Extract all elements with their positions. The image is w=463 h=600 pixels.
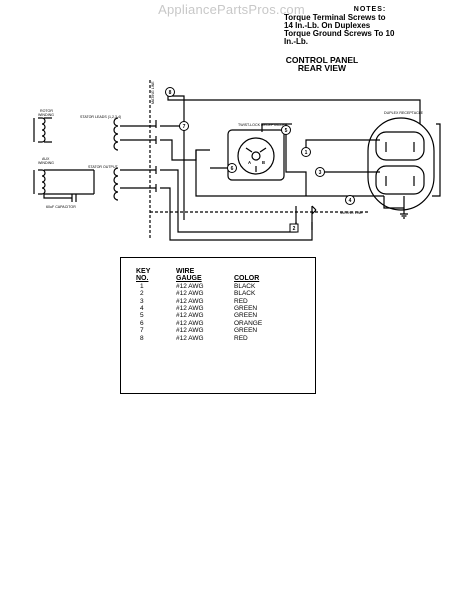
watermark: AppliancePartsPros.com <box>158 2 305 17</box>
diagram-labels: ROTOR WINDING AUX WINDING 60uF CAPACITOR… <box>38 81 424 215</box>
key-table-header-row-1: KEY WIRE <box>136 268 304 275</box>
key-no: 2 <box>140 290 144 298</box>
callout-8-label: 8 <box>169 90 172 96</box>
table-row: 6 #12 AWG ORANGE <box>136 320 304 327</box>
header-key: KEY <box>136 268 151 275</box>
key-color: RED <box>234 297 248 305</box>
notes-header: NOTES: <box>353 6 387 13</box>
key-no: 3 <box>140 297 144 305</box>
table-row: 7 #12 AWG GREEN <box>136 327 304 334</box>
callout-5: 5 <box>281 125 291 135</box>
twist-lock-receptacle <box>227 129 285 181</box>
rotor-winding-coil <box>33 117 52 143</box>
notes-line-2: 14 In.-Lb. On Duplexes <box>284 21 371 30</box>
control-panel-title-line-2: REAR VIEW <box>297 63 347 73</box>
key-color: ORANGE <box>234 319 263 327</box>
key-gauge: #12 AWG <box>176 312 204 320</box>
callout-3: 3 <box>315 167 325 177</box>
label-duplex-receptacle: DUPLEX RECEPTACLE <box>384 111 424 115</box>
wire-callouts: 8 7 6 5 1 3 4 2 <box>165 87 355 233</box>
header-color: COLOR <box>234 275 260 283</box>
wire-key-table: KEY WIRE NO. GAUGE COLOR 1 #12 AWG BLACK… <box>136 268 304 342</box>
key-color: GREEN <box>234 327 258 335</box>
header-wire: WIRE <box>176 268 195 275</box>
key-gauge: #12 AWG <box>176 282 204 290</box>
table-row: 1 #12 AWG BLACK <box>136 283 304 290</box>
key-color: RED <box>234 334 248 342</box>
stator-coil-lower <box>113 167 119 201</box>
table-row: 2 #12 AWG BLACK <box>136 290 304 297</box>
callout-3-label: 3 <box>319 170 322 176</box>
label-twist-lock-receptacle: TWIST-LOCK RECEPTACLE <box>238 123 285 127</box>
key-no: 1 <box>140 282 144 290</box>
capacitor-symbol <box>43 194 77 202</box>
label-aux-winding-2: WINDING <box>38 161 54 165</box>
label-rotor-winding-2: WINDING <box>38 113 54 117</box>
control-panel-title-line-1: CONTROL PANEL <box>285 55 359 65</box>
label-mating-line-left: MATING LINE <box>151 81 155 104</box>
header-no: NO. <box>136 275 149 283</box>
torque-notes: NOTES: Torque Terminal Screws to 14 In.-… <box>284 6 456 46</box>
callout-7-label: 7 <box>183 124 186 130</box>
callout-5-label: 5 <box>285 128 288 134</box>
key-color: BLACK <box>234 282 256 290</box>
key-gauge: #12 AWG <box>176 334 204 342</box>
key-gauge: #12 AWG <box>176 327 204 335</box>
label-terminal-b: B <box>262 160 265 165</box>
key-gauge: #12 AWG <box>176 319 204 327</box>
control-panel-title: CONTROL PANEL REAR VIEW <box>262 55 382 73</box>
label-rotor-winding-1: ROTOR <box>40 109 53 113</box>
aux-winding-coil <box>33 169 95 195</box>
label-mating-line-bottom: MATING LINE <box>340 211 363 215</box>
callout-2: 2 <box>289 223 299 233</box>
callout-1: 1 <box>301 147 311 157</box>
key-gauge: #12 AWG <box>176 297 204 305</box>
label-terminal-a: A <box>248 160 251 165</box>
label-stator-output: STATOR OUTPUT <box>88 165 119 169</box>
stator-coil-upper <box>113 117 119 151</box>
table-row: 5 #12 AWG GREEN <box>136 312 304 319</box>
label-aux-winding-1: AUX <box>42 157 50 161</box>
header-blank <box>234 268 304 275</box>
key-table-header-row-2: NO. GAUGE COLOR <box>136 275 304 282</box>
key-gauge: #12 AWG <box>176 290 204 298</box>
key-no: 6 <box>140 319 144 327</box>
callout-6: 6 <box>227 163 237 173</box>
callout-1-label: 1 <box>305 150 308 156</box>
key-no: 8 <box>140 334 144 342</box>
notes-line-1: Torque Terminal Screws to <box>284 13 386 22</box>
callout-4: 4 <box>345 195 355 205</box>
table-row: 4 #12 AWG GREEN <box>136 305 304 312</box>
callout-7: 7 <box>179 121 189 131</box>
label-stator-leads: STATOR LEADS (1,2,3,4) <box>80 115 121 119</box>
table-row: 8 #12 AWG RED <box>136 335 304 342</box>
header-gauge: GAUGE <box>176 275 202 283</box>
key-gauge: #12 AWG <box>176 305 204 313</box>
notes-line-3: Torque Ground Screws To 10 <box>284 29 395 38</box>
key-color: GREEN <box>234 312 258 320</box>
notes-line-4: In.-Lb. <box>284 37 308 46</box>
key-color: BLACK <box>234 290 256 298</box>
label-capacitor: 60uF CAPACITOR <box>46 205 76 209</box>
callout-2-label: 2 <box>293 226 296 232</box>
key-no: 5 <box>140 312 144 320</box>
wire-key-box <box>120 257 316 394</box>
callout-8: 8 <box>165 87 175 97</box>
callout-4-label: 4 <box>349 198 352 204</box>
key-color: GREEN <box>234 305 258 313</box>
duplex-receptacle <box>367 117 435 211</box>
key-no: 7 <box>140 327 144 335</box>
callout-6-label: 6 <box>231 166 234 172</box>
table-row: 3 #12 AWG RED <box>136 298 304 305</box>
key-no: 4 <box>140 305 144 313</box>
